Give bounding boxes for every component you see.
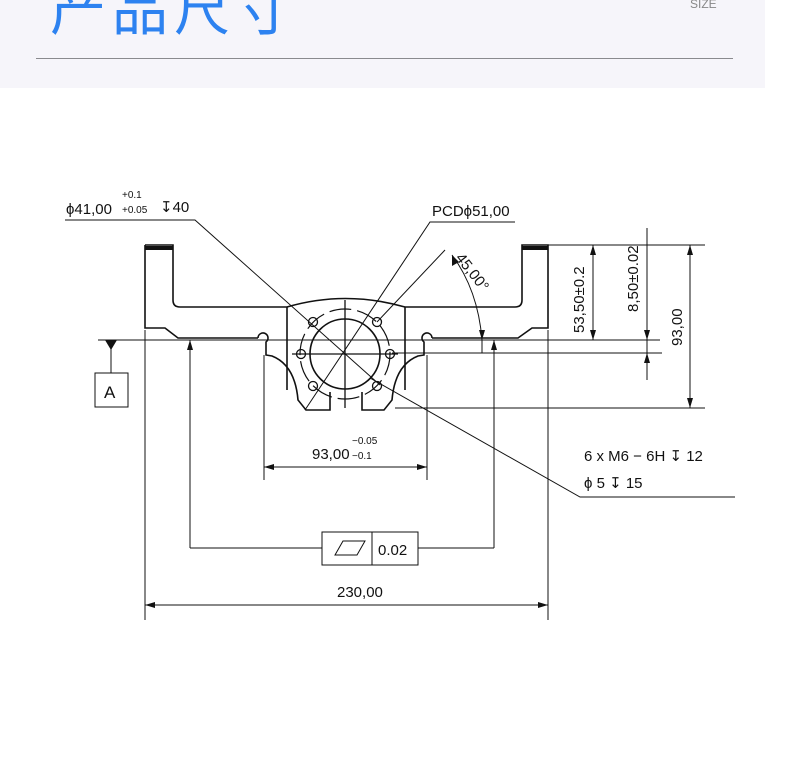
arrowheads	[105, 245, 693, 608]
dimension-93-upper-tolerance: −0.05	[352, 436, 378, 447]
pcd-dimension: PCDϕ51,00	[432, 203, 510, 220]
parallelism-symbol	[334, 540, 366, 556]
parallelism-frame	[321, 531, 419, 566]
pcd-leader	[304, 221, 515, 411]
dimension-93-lower-tolerance: −0.1	[352, 451, 372, 462]
bore-dimension: ϕ41,00	[66, 201, 112, 218]
parallelism-tolerance: 0.02	[378, 542, 407, 559]
angle-dimension: 45,00°	[452, 250, 492, 295]
dimension-53-50: 53,50±0.2	[571, 266, 588, 333]
datum-box	[94, 372, 129, 408]
dimension-230: 230,00	[337, 584, 383, 601]
bolt-hole	[371, 316, 383, 328]
bolt-hole	[307, 380, 319, 392]
bore-depth: ↧40	[160, 199, 189, 216]
hole-callout: ϕ 5 ↧ 15	[584, 475, 643, 492]
section-subtitle: SIZE	[690, 0, 717, 11]
part-outline	[144, 244, 549, 411]
bore-tolerance-upper: +0.1	[122, 190, 142, 201]
dimension-lines	[65, 219, 735, 620]
datum-label: A	[104, 383, 116, 402]
thread-leader	[369, 377, 735, 498]
bolt-holes	[292, 300, 398, 408]
datum-triangle	[105, 340, 117, 350]
section-header: 产品尺寸 SIZE	[0, 0, 765, 88]
bore-tolerance-lower: +0.05	[122, 205, 148, 216]
thread-callout: 6 x M6 − 6H ↧ 12	[584, 448, 703, 465]
bore-leader	[65, 219, 381, 386]
header-divider	[36, 58, 733, 59]
dimension-8-50: 8,50±0.02	[625, 245, 642, 312]
dimension-93-vertical: 93,00	[669, 308, 686, 346]
bolt-hole	[307, 316, 319, 328]
dimension-93-horizontal: 93,00	[312, 446, 350, 463]
section-title: 产品尺寸	[50, 0, 298, 44]
